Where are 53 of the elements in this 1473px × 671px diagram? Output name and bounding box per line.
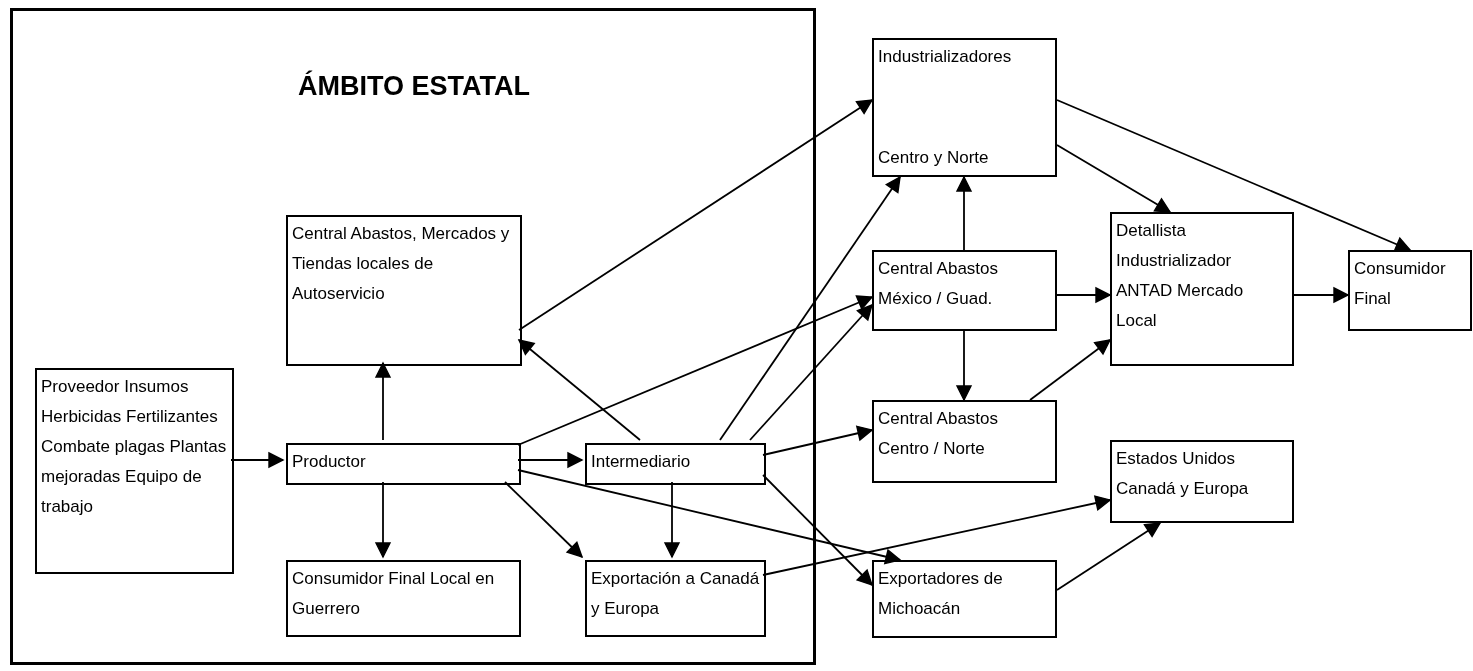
process-box <box>1348 250 1472 331</box>
arrow <box>762 495 1111 576</box>
arrow <box>1293 287 1349 303</box>
box-label: Estados Unidos Canadá y Europa <box>1116 448 1250 500</box>
arrow <box>517 452 583 468</box>
arrow <box>375 481 391 558</box>
arrow <box>1056 99 1411 252</box>
arrow <box>518 339 641 441</box>
box-label: Intermediario <box>591 451 692 473</box>
arrow <box>762 425 873 456</box>
box-label: Productor <box>292 451 367 473</box>
box-label: Central Abastos, Mercados y Tiendas locales de Autoservicio <box>292 223 511 305</box>
box-label: Centro y Norte <box>878 147 990 169</box>
arrow <box>749 304 873 441</box>
arrow <box>1056 287 1111 303</box>
arrow <box>375 362 391 441</box>
process-box <box>585 443 766 485</box>
box-label: Proveedor Insumos <box>41 376 190 398</box>
region-frame <box>10 8 816 665</box>
box-label: Exportadores de Michoacán <box>878 568 1004 620</box>
process-box <box>1110 440 1294 523</box>
box-label: Consumidor Final Local en Guerrero <box>292 568 496 620</box>
arrow <box>1029 339 1111 401</box>
arrow <box>719 176 901 441</box>
box-label: Central Abastos México / Guad. <box>878 258 999 310</box>
arrow <box>518 99 873 331</box>
arrow <box>1056 144 1171 213</box>
region-title: ÁMBITO ESTATAL <box>298 71 530 102</box>
arrow <box>230 452 284 468</box>
box-label: Central Abastos Centro / Norte <box>878 408 999 460</box>
process-box <box>585 560 766 637</box>
process-box <box>872 560 1057 638</box>
process-box <box>35 368 234 574</box>
process-box <box>872 38 1057 177</box>
box-label: Consumidor Final <box>1354 258 1447 310</box>
arrow <box>517 469 901 565</box>
process-box <box>286 215 522 366</box>
process-box <box>286 560 521 637</box>
arrow <box>504 481 583 558</box>
arrow <box>664 481 680 558</box>
arrow <box>517 295 873 446</box>
arrow <box>956 176 972 251</box>
arrow <box>956 330 972 401</box>
process-box <box>872 250 1057 331</box>
box-label: Industrializadores <box>878 46 1013 68</box>
arrow <box>762 474 873 586</box>
process-box <box>872 400 1057 483</box>
box-label: Herbicidas Fertilizantes Combate plagas Plantas mejoradas Equipo de trabajo <box>41 406 228 518</box>
box-label: Exportación a Canadá y Europa <box>591 568 760 620</box>
process-box <box>286 443 521 485</box>
process-box <box>1110 212 1294 366</box>
box-label: Detallista Industrializador ANTAD Mercado Local <box>1116 220 1245 332</box>
arrow <box>1056 522 1161 591</box>
